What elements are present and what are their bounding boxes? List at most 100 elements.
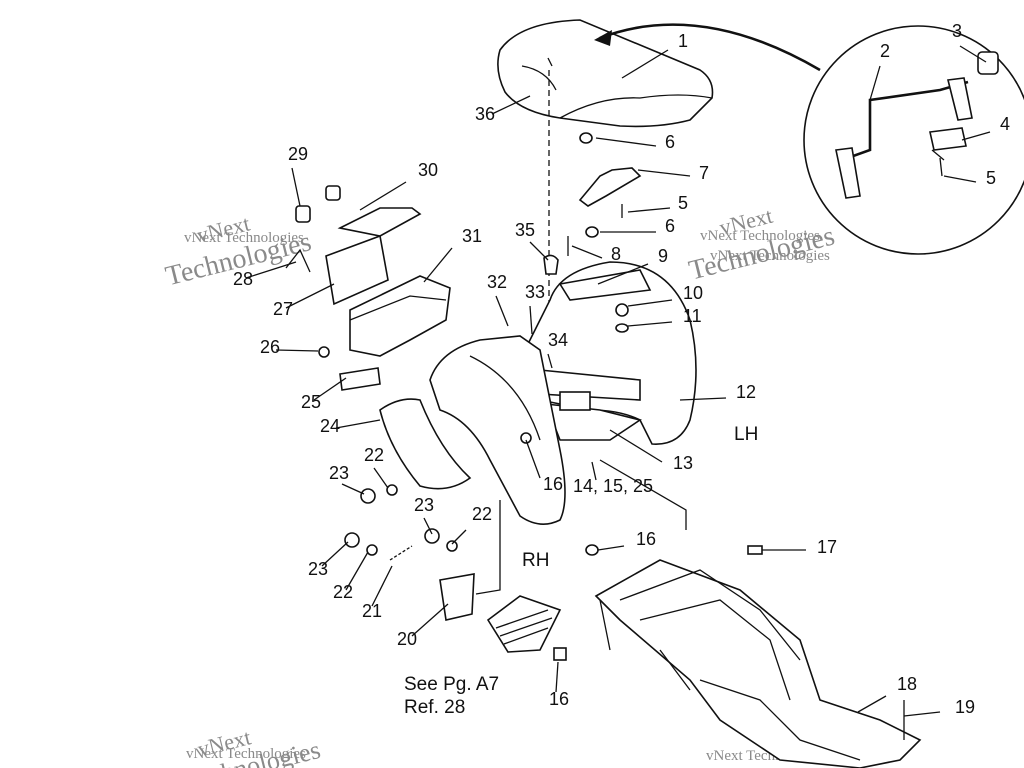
fender-leader	[475, 500, 501, 595]
inset-arrow-head	[594, 30, 612, 46]
leader-line-c33	[529, 305, 533, 335]
note-line1: See Pg. A7	[404, 674, 499, 695]
leader-line-c20	[411, 603, 449, 637]
leader-line-c4	[961, 131, 991, 141]
leader-line-c11	[627, 321, 673, 327]
leader-line-c36	[491, 95, 531, 115]
callout-c32: 32	[487, 272, 507, 292]
leader-line-c25a	[313, 377, 347, 401]
callout-c19: 19	[955, 697, 975, 717]
callout-c22b: 22	[472, 504, 492, 524]
rear-fender	[519, 261, 697, 445]
side-label-rh: RH	[522, 550, 549, 571]
leader-line-c18	[857, 695, 887, 713]
callout-c24: 24	[320, 416, 340, 436]
callout-c22a: 22	[364, 445, 384, 465]
callout-c33: 33	[525, 282, 545, 302]
leader-line-c13	[609, 429, 663, 463]
callout-c16c: 16	[549, 689, 569, 709]
inset-arrow	[599, 23, 821, 72]
callout-c2: 2	[880, 41, 890, 61]
leader-line-c23c	[321, 541, 349, 567]
callout-c28: 28	[233, 269, 253, 289]
callout-c31: 31	[462, 226, 482, 246]
leader-line-c16a	[525, 439, 541, 479]
callout-c5a: 5	[678, 193, 688, 213]
callout-c7: 7	[699, 163, 709, 183]
seat-part	[497, 19, 714, 128]
callout-c30: 30	[418, 160, 438, 180]
watermark-bl-small: vNext Technologies	[186, 746, 306, 762]
callout-c13: 13	[673, 453, 693, 473]
callout-c12: 12	[736, 382, 756, 402]
leader-line-c22a	[373, 467, 389, 489]
right-fender	[429, 335, 566, 525]
note-line2: Ref. 28	[404, 697, 465, 718]
callout-c27: 27	[273, 299, 293, 319]
leader-line-c9	[597, 263, 649, 285]
leader-line-c34	[547, 353, 553, 369]
callout-c35: 35	[515, 220, 535, 240]
callout-c6a: 6	[665, 132, 675, 152]
footrest	[439, 544, 599, 661]
callout-c34: 34	[548, 330, 568, 350]
leader-line-c14	[591, 461, 597, 481]
leader-line-c19	[903, 711, 941, 717]
leader-line-c7	[637, 169, 691, 177]
frame	[594, 545, 922, 768]
leader-line-c31	[423, 247, 453, 283]
leader-line-c2	[869, 65, 881, 101]
leader-line-c30	[359, 181, 407, 211]
callout-c18: 18	[897, 674, 917, 694]
callout-c3: 3	[952, 21, 962, 41]
callout-c9: 9	[658, 246, 668, 266]
hardware-stack	[344, 484, 458, 561]
callout-c25a: 25	[301, 392, 321, 412]
leader-line-c1	[621, 49, 669, 79]
callout-c10: 10	[683, 283, 703, 303]
callout-c21: 21	[362, 601, 382, 621]
callout-c11: 11	[683, 306, 702, 326]
leader-line-c23a	[341, 483, 365, 495]
mud-flap	[379, 398, 472, 490]
leader-line-c10	[627, 299, 673, 307]
callout-c6b: 6	[665, 216, 675, 236]
callout-c17: 17	[817, 537, 837, 557]
leader-line-c21	[371, 565, 393, 607]
leader-line-c28	[245, 261, 297, 279]
callout-c20: 20	[397, 629, 417, 649]
watermark-right-small-2: vNext Technologies	[710, 248, 830, 264]
callout-c23b: 23	[414, 495, 434, 515]
leader-line-c22c	[345, 551, 369, 591]
callout-c1: 1	[678, 31, 688, 51]
side-label-lh: LH	[734, 424, 758, 445]
leader-line-c12	[679, 397, 727, 401]
leader-line-c32	[495, 295, 509, 327]
callout-c4: 4	[1000, 114, 1010, 134]
leader-line-c26	[275, 349, 319, 352]
leader-line-c3	[959, 45, 987, 63]
storage-box	[285, 185, 451, 391]
callout-c14: 14, 15, 25	[573, 476, 653, 496]
leader-line-c16b	[597, 545, 625, 551]
callout-c26: 26	[260, 337, 280, 357]
leader-line-c5a	[627, 207, 671, 213]
callout-c5b: 5	[986, 168, 996, 188]
leader-line-c8	[571, 245, 603, 259]
callout-c23a: 23	[329, 463, 349, 483]
leader-line-c16c	[555, 661, 559, 693]
callout-c29: 29	[288, 144, 308, 164]
frame-leader	[599, 459, 687, 530]
callout-c22c: 22	[333, 582, 353, 602]
leader-line-c6a	[595, 137, 657, 147]
bracket-part	[543, 132, 642, 275]
callout-c36: 36	[475, 104, 495, 124]
leader-line-c22b	[451, 529, 467, 545]
leader-line-c5b	[943, 175, 977, 183]
callout-c16a: 16	[543, 474, 563, 494]
leader-line-c23b	[423, 517, 433, 535]
leader-line-c35	[529, 241, 549, 261]
leader-line-c24	[335, 419, 381, 429]
